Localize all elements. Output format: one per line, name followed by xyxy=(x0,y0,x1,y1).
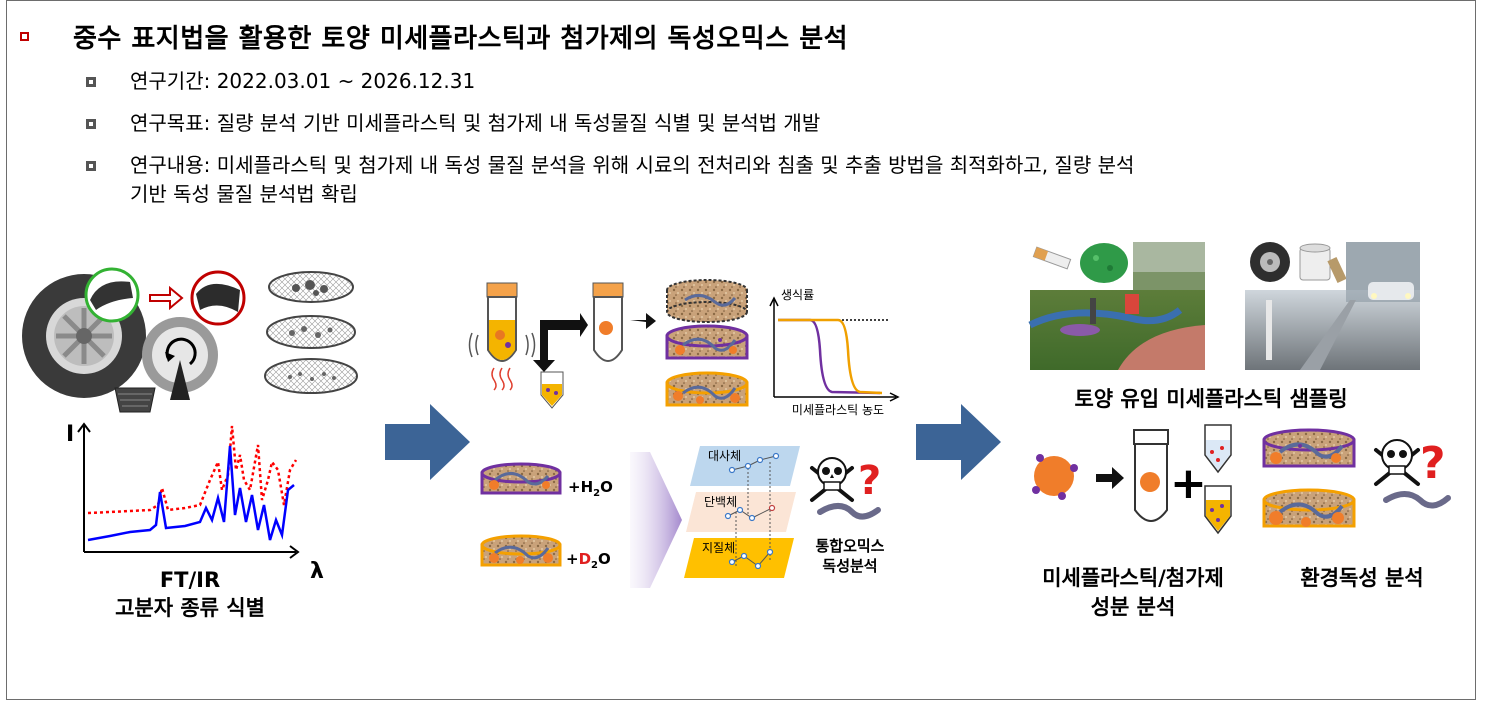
green-granules-icon xyxy=(1080,243,1128,283)
title-bullet-icon xyxy=(20,31,29,41)
axis-x-label: λ xyxy=(310,559,324,584)
toxicity-skull-icon xyxy=(810,457,854,502)
layer-proteome-label: 단백체 xyxy=(704,495,737,509)
flow-arrow-1 xyxy=(385,404,470,480)
sample-tube-separated xyxy=(592,282,624,362)
playground-photo xyxy=(1028,242,1205,370)
paint-bucket-icon xyxy=(1299,243,1347,283)
omics-layers xyxy=(684,446,800,578)
reproduction-graph xyxy=(769,296,900,402)
road-photo xyxy=(1245,242,1420,370)
right-soil-dish-top xyxy=(1262,428,1356,468)
analysis-tube xyxy=(1133,429,1169,522)
right-arrow-icon xyxy=(149,285,184,311)
goal-bullet-icon xyxy=(86,119,96,129)
spectrum-blue-series xyxy=(87,445,295,542)
question-mark-right-icon: ? xyxy=(1420,438,1446,489)
split-arrow-icon xyxy=(533,313,588,372)
research-period: 연구기간: 2022.03.01 ~ 2026.12.31 xyxy=(130,69,476,93)
analysis-vial-bottom xyxy=(1204,485,1232,535)
layer-lipidome-label: 지질체 xyxy=(702,541,735,555)
right-soil-dish-bottom xyxy=(1262,488,1356,528)
environmental-toxicity-label: 환경독성 분석 xyxy=(1300,566,1423,590)
graph-xlabel: 미세플라스틱 농도 xyxy=(792,403,884,417)
sieve-stack-icon xyxy=(264,271,358,394)
soil-dish-control xyxy=(666,279,748,323)
sample-tube-heated xyxy=(468,282,536,391)
tire-small-icon xyxy=(1250,242,1290,282)
omics-flow-arrow xyxy=(630,452,682,588)
graph-ylabel: 생식률 xyxy=(781,288,814,302)
question-mark-icon: ? xyxy=(858,458,881,504)
period-bullet-icon xyxy=(86,77,96,87)
cigarette-icon xyxy=(1032,246,1072,270)
content-bullet-icon xyxy=(86,161,96,171)
dish-h2o xyxy=(480,462,562,495)
research-content-line1: 연구내용: 미세플라스틱 및 첨가제 내 독성 물질 분석을 위해 시료의 전처… xyxy=(130,153,1135,177)
worm-icon xyxy=(817,503,881,520)
analysis-vial-top xyxy=(1204,424,1232,474)
ftir-spectrum xyxy=(77,422,300,559)
composition-analysis-label2: 성분 분석 xyxy=(1091,595,1176,619)
research-content-line2: 기반 독성 물질 분석법 확립 xyxy=(130,182,358,206)
title-row: 중수 표지법을 활용한 토양 미세플라스틱과 첨가제의 독성오믹스 분석 xyxy=(20,16,848,56)
soil-dish-mp-low xyxy=(665,324,749,360)
research-goal: 연구목표: 질량 분석 기반 미세플라스틱 및 첨가제 내 독성물질 식별 및 … xyxy=(130,111,821,135)
integrated-omics-label: 통합오믹스 xyxy=(815,537,884,555)
dish-d2o xyxy=(480,534,562,567)
extract-vial xyxy=(540,371,564,409)
h2o-label: +H2O xyxy=(568,478,613,499)
toxicity-skull-right-icon xyxy=(1374,439,1420,486)
flow-arrow-2 xyxy=(916,404,1001,480)
spectrum-red-series xyxy=(87,425,298,515)
polymer-id-label: 고분자 종류 식별 xyxy=(115,596,265,620)
soil-dish-mp-high xyxy=(665,371,749,407)
ftir-label: FT/IR xyxy=(160,568,220,592)
page-title: 중수 표지법을 활용한 토양 미세플라스틱과 첨가제의 독성오믹스 분석 xyxy=(73,23,849,54)
grinder-icon xyxy=(142,317,218,400)
composition-analysis-label1: 미세플라스틱/첨가제 xyxy=(1042,566,1224,590)
microplastic-particle-icon xyxy=(1032,454,1078,500)
worm-right-icon xyxy=(1383,491,1451,509)
right-arrow-small-icon xyxy=(1096,467,1124,489)
axis-y-label: I xyxy=(66,422,74,447)
d2o-label: +D2O xyxy=(566,550,611,571)
plus-icon: + xyxy=(1170,458,1207,509)
toxicity-analysis-label: 독성분석 xyxy=(822,557,877,575)
sampling-label: 토양 유입 미세플라스틱 샘플링 xyxy=(1074,387,1347,411)
layer-metabolome-label: 대사체 xyxy=(708,449,741,463)
